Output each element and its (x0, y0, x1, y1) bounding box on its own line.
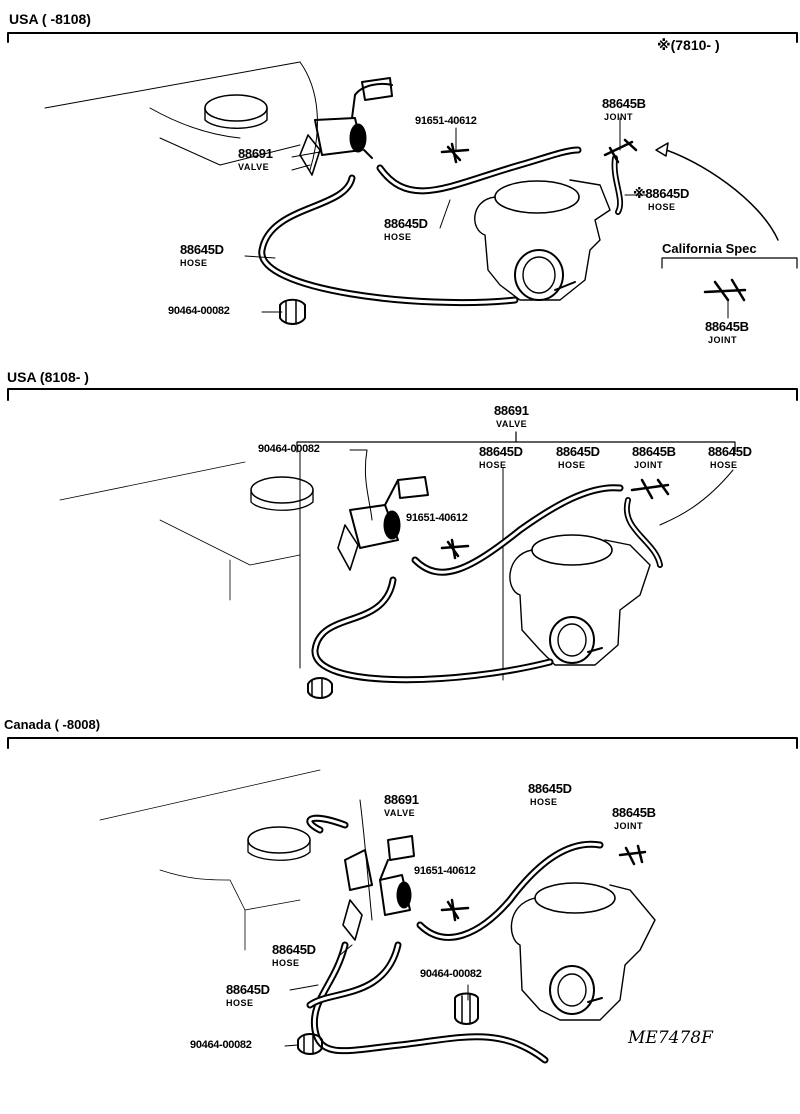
valve-88691-s2 (337, 476, 429, 571)
part-number: 88691 (384, 792, 419, 807)
part-description: HOSE (558, 460, 586, 470)
part-description: JOINT (634, 460, 664, 470)
part-description: JOINT (614, 821, 644, 831)
part-description: HOSE (530, 797, 558, 807)
part-number: 88691 (238, 146, 273, 161)
part-description: VALVE (384, 808, 416, 818)
section-title: USA (8108- ) (7, 369, 89, 385)
part-number: 88691 (494, 403, 529, 418)
part-number: 90464-00082 (258, 443, 320, 455)
part-number: 91651-40612 (414, 865, 476, 877)
valve-88691-s3 (342, 835, 415, 941)
california-spec-label: California Spec (662, 241, 757, 256)
part-description: JOINT (708, 335, 738, 345)
part-number: 88645B (602, 96, 646, 111)
part-description: VALVE (496, 419, 528, 429)
section-3-drawing (7, 737, 798, 1064)
part-description: HOSE (479, 460, 507, 470)
drawing-code: ME7478F (628, 1028, 713, 1048)
part-number: 90464-00082 (190, 1039, 252, 1051)
part-number: ※88645D (633, 186, 690, 201)
part-number: 88645D (528, 781, 572, 796)
throttle-body-s3 (510, 882, 656, 1021)
part-description: HOSE (226, 998, 254, 1008)
throttle-body-s1 (474, 179, 611, 301)
part-number: 91651-40612 (406, 512, 468, 524)
part-number: 88645D (272, 942, 316, 957)
part-description: HOSE (272, 958, 300, 968)
section-title: USA ( -8108) (9, 11, 91, 27)
throttle-body-s2 (509, 534, 651, 666)
part-number: 88645B (705, 319, 749, 334)
part-description: JOINT (604, 112, 634, 122)
section-2-drawing (7, 388, 798, 699)
section-1-drawing (7, 32, 798, 325)
part-number: 88645D (556, 444, 600, 459)
section-title: Canada ( -8008) (4, 717, 101, 732)
part-number: 88645D (479, 444, 523, 459)
part-number: 88645B (632, 444, 676, 459)
part-description: HOSE (648, 202, 676, 212)
part-description: HOSE (710, 460, 738, 470)
part-number: 88645D (384, 216, 428, 231)
part-number: 90464-00082 (168, 305, 230, 317)
part-number: 91651-40612 (415, 115, 477, 127)
part-number: 90464-00082 (420, 968, 482, 980)
part-description: HOSE (180, 258, 208, 268)
part-number: 88645D (226, 982, 270, 997)
valve-88691-s1 (299, 77, 393, 176)
part-description: HOSE (384, 232, 412, 242)
part-description: VALVE (238, 162, 270, 172)
part-number: 88645B (612, 805, 656, 820)
part-number: 88645D (180, 242, 224, 257)
date-note: ※(7810- ) (657, 37, 720, 53)
part-number: 88645D (708, 444, 752, 459)
